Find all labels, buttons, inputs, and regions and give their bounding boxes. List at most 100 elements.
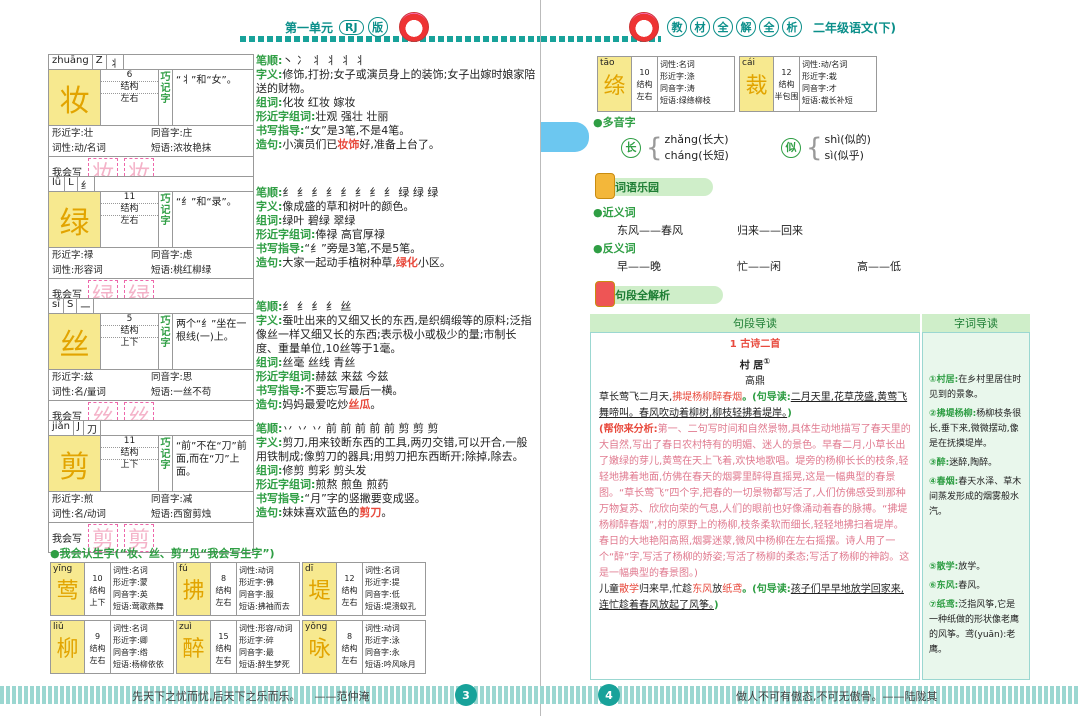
- annotated: 散学: [619, 584, 639, 596]
- big-char: 妆: [49, 70, 101, 125]
- tyz: 同音字:最: [239, 648, 274, 657]
- text: 儿童: [599, 584, 619, 596]
- char-info-row: 词性:形容词短语:桃红柳绿: [49, 263, 253, 278]
- strokes: 8: [346, 632, 353, 641]
- similar-words: 赫兹 来兹 今兹: [315, 370, 389, 383]
- label: 形近字组词:: [256, 370, 316, 383]
- note-label: ③醉:: [929, 458, 950, 468]
- mascot-icon: [398, 12, 429, 42]
- tyz: 同音字:绺: [113, 648, 148, 657]
- duanyu: 短语:杨柳依依: [113, 660, 164, 669]
- label: 书写指导:: [256, 384, 305, 397]
- juduan-ribbon: 句段全解析: [593, 281, 723, 307]
- pinyin: dī: [305, 564, 314, 574]
- brace-icon: {: [646, 133, 663, 163]
- pinyin: sī: [49, 299, 64, 313]
- title-char: 全: [713, 17, 733, 37]
- sentence: 小演员们已: [282, 138, 338, 151]
- book-icon: [595, 281, 615, 307]
- char-info-row: 词性:名/量词短语:一丝不苟: [49, 385, 253, 400]
- duanyu: 短语:浓妆艳抹: [151, 143, 212, 154]
- label: 形近字组词:: [256, 228, 316, 241]
- cixing: 词性:形容/动词: [239, 624, 293, 633]
- explanation-block: 笔顺:纟 纟 纟 纟 纟 纟 纟 纟 绿 绿 绿 字义:像成盛的草和树叶的颜色。…: [256, 186, 538, 270]
- char: 咏: [308, 637, 331, 662]
- note-text: 春天水泽、草木间蒸发形成的烟雾般水汽。: [929, 477, 1022, 517]
- note: ⑥东风:春风。: [929, 579, 1023, 594]
- guide-text: 孩子们早早地放学回家来,连忙趁着春风放起了风筝。: [599, 584, 904, 612]
- notes-panel: ①村居:在乡村里居住时见到的景象。 ②拂堤杨柳:杨柳枝条很长,垂下来,微微摆动,…: [922, 332, 1030, 680]
- cixing: 词性:名词: [113, 624, 148, 633]
- zici-header: 字词导读: [922, 314, 1030, 332]
- label: 形近字组词:: [256, 110, 316, 123]
- highlight: 绿化: [395, 256, 418, 269]
- juduan-header: 句段导读: [590, 314, 920, 332]
- structure: 上下: [120, 338, 139, 348]
- cixing: 词性:动/名词: [52, 143, 106, 154]
- char-info: 词性:名词形近字:蒙同音字:英短语:莺歌燕舞: [111, 563, 173, 615]
- writing-tip: “女”是3笔,不是4笔。: [304, 124, 411, 137]
- duoyin-b: 似 { shì(似的)sì(似乎): [781, 132, 871, 164]
- poly-char: 长: [621, 138, 641, 158]
- title-char: 析: [782, 17, 802, 37]
- structure: 上下: [89, 598, 106, 607]
- memory-tip: “前”不在“刀”前面,而在“刀”上面。: [176, 441, 247, 478]
- strokes: 11: [101, 436, 158, 448]
- tyz: 同音字:虑: [151, 250, 193, 261]
- pinyin: zhuāng: [49, 55, 93, 69]
- label: 造句:: [256, 398, 283, 411]
- cixing: 词性:动/名词: [802, 60, 848, 69]
- words: 绿叶 碧绿 翠绿: [282, 214, 356, 227]
- letter: L: [65, 177, 78, 191]
- cixing: 词性:形容词: [52, 265, 103, 276]
- char-info: 词性:名词形近字:提同音字:低短语:堤溃蚁孔: [363, 563, 425, 615]
- pinyin: lǜ: [49, 177, 66, 191]
- structure-label: 结构: [101, 204, 158, 216]
- write-label: 我会写: [52, 168, 82, 179]
- note-label: ⑥东风:: [929, 581, 959, 591]
- structure: 左右: [120, 94, 139, 104]
- footer-quote: 做人不可有傲态,不可无傲骨。——陆陇其: [736, 690, 938, 703]
- label: 笔顺:: [256, 54, 283, 67]
- title-char: 材: [690, 17, 710, 37]
- brace-icon: {: [806, 133, 823, 163]
- duoyin-title: ●多音字: [593, 116, 636, 129]
- readings: shì(似的)sì(似乎): [825, 132, 871, 164]
- words: 修剪 剪彩 剪头发: [282, 464, 367, 477]
- guide-label: 。(句导读:: [742, 392, 791, 404]
- label: 造句:: [256, 138, 283, 151]
- text: 放: [712, 584, 723, 596]
- char-info-row: 词性:动/名词 短语:浓妆艳抹: [49, 141, 253, 156]
- sentence: 。: [381, 506, 393, 519]
- cixing: 词性:名/动词: [52, 509, 106, 520]
- stroke-order: 丷 丷 丷 前 前 前 前 前 剪 剪 剪: [282, 422, 439, 435]
- strokes: 6: [101, 70, 158, 82]
- label: 组词:: [256, 356, 283, 369]
- note: ②拂堤杨柳:杨柳枝条很长,垂下来,微微摆动,像是在抚摸堤岸。: [929, 407, 1023, 452]
- note-text: 春风。: [958, 581, 986, 591]
- duanyu: 短语:莺歌燕舞: [113, 602, 164, 611]
- guide-text: 二月天里,花草茂盛,黄莺飞舞啼叫。春风吹动着柳树,柳枝轻拂着堤岸。: [599, 392, 908, 420]
- pinyin: jiǎn: [49, 421, 75, 435]
- annotated: 醉: [712, 392, 723, 404]
- lesson-title: 1 古诗二首: [729, 339, 781, 350]
- author: ——范仲淹: [314, 690, 370, 703]
- header-bar: [541, 36, 661, 42]
- sentence: 妹妹喜欢蓝色的: [282, 506, 360, 519]
- structure-label: 结构: [101, 448, 158, 460]
- synonym: 归来——回来: [737, 224, 803, 237]
- passage-panel: 1 古诗二首 村 居① 高鼎 草长莺飞二月天,拂堤杨柳醉春烟。(句导读:二月天里…: [590, 332, 920, 680]
- trace-char: 剪: [124, 523, 154, 553]
- synonym: 东风——春风: [617, 224, 683, 237]
- structure-label: 结构: [215, 586, 232, 595]
- radical: 纟: [78, 177, 95, 192]
- cixing: 词性:名词: [660, 60, 695, 69]
